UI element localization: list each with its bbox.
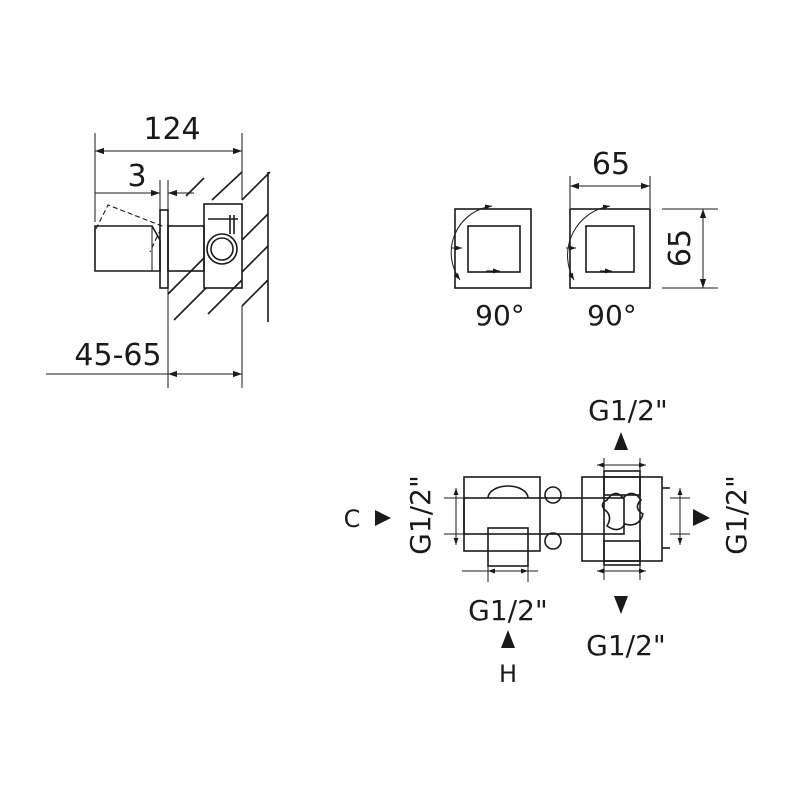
valve-right-bottom-cap <box>603 540 641 566</box>
wall-hatching <box>167 171 271 322</box>
front-views: 65 65 90° 90° <box>450 147 718 332</box>
front-view-left: 90° <box>450 204 532 332</box>
valve-right-top-cap <box>603 470 641 496</box>
rotation-arc-left <box>450 204 493 281</box>
cartridge-circle-inner <box>210 237 234 261</box>
valve-right-rosette <box>601 492 644 531</box>
dimension-124: 124 <box>94 112 243 222</box>
port-bottom-left-label: G1/2" <box>468 594 548 627</box>
front-handle-left <box>467 225 521 273</box>
front-handle-right <box>585 225 635 273</box>
hot-inlet-arrow <box>501 630 515 648</box>
outlet-top-arrow <box>614 432 628 450</box>
side-view: 124 3 <box>46 112 271 388</box>
dimension-45-65: 45-65 <box>46 271 243 388</box>
hot-inlet-stub <box>487 527 529 567</box>
dim-width-label: 65 <box>592 147 630 182</box>
cartridge-circle-outer <box>206 233 238 265</box>
dim-plate-label: 3 <box>127 159 146 194</box>
port-right-side-label: G1/2" <box>720 475 753 555</box>
mounting-ear-bottom <box>544 532 562 550</box>
dim-height-label: 65 <box>663 229 698 267</box>
rotation-arc-right <box>567 204 611 281</box>
cold-inlet-arrow <box>375 510 391 526</box>
dim-wall-depth-label: 45-65 <box>74 338 161 373</box>
cold-inlet-label: C <box>344 505 361 533</box>
cartridge-body <box>203 203 243 289</box>
dimension-65-width: 65 <box>569 147 651 208</box>
port-top-label: G1/2" <box>588 394 668 427</box>
valve-body: G1/2" G1/2" C <box>344 394 753 688</box>
dim-total-label: 124 <box>143 112 200 147</box>
port-bottom-right-label: G1/2" <box>586 629 666 662</box>
handle-body <box>94 225 161 272</box>
rotation-left-label: 90° <box>475 299 525 332</box>
dimension-65-height: 65 <box>662 208 718 289</box>
handle-rotated-outline <box>95 204 163 253</box>
wall-plate <box>159 209 169 289</box>
mounting-ear-top <box>544 486 562 504</box>
valve-right-block <box>581 476 663 562</box>
outlet-right-arrow <box>693 509 710 526</box>
front-view-right: 90° <box>566 204 651 332</box>
valve-main-bar <box>463 497 625 535</box>
rotation-right-label: 90° <box>587 299 637 332</box>
dimension-3: 3 <box>95 159 194 210</box>
port-left-side-label: G1/2" <box>404 475 437 555</box>
hot-inlet-label: H <box>499 660 517 688</box>
outlet-bottom-arrow <box>614 596 628 614</box>
